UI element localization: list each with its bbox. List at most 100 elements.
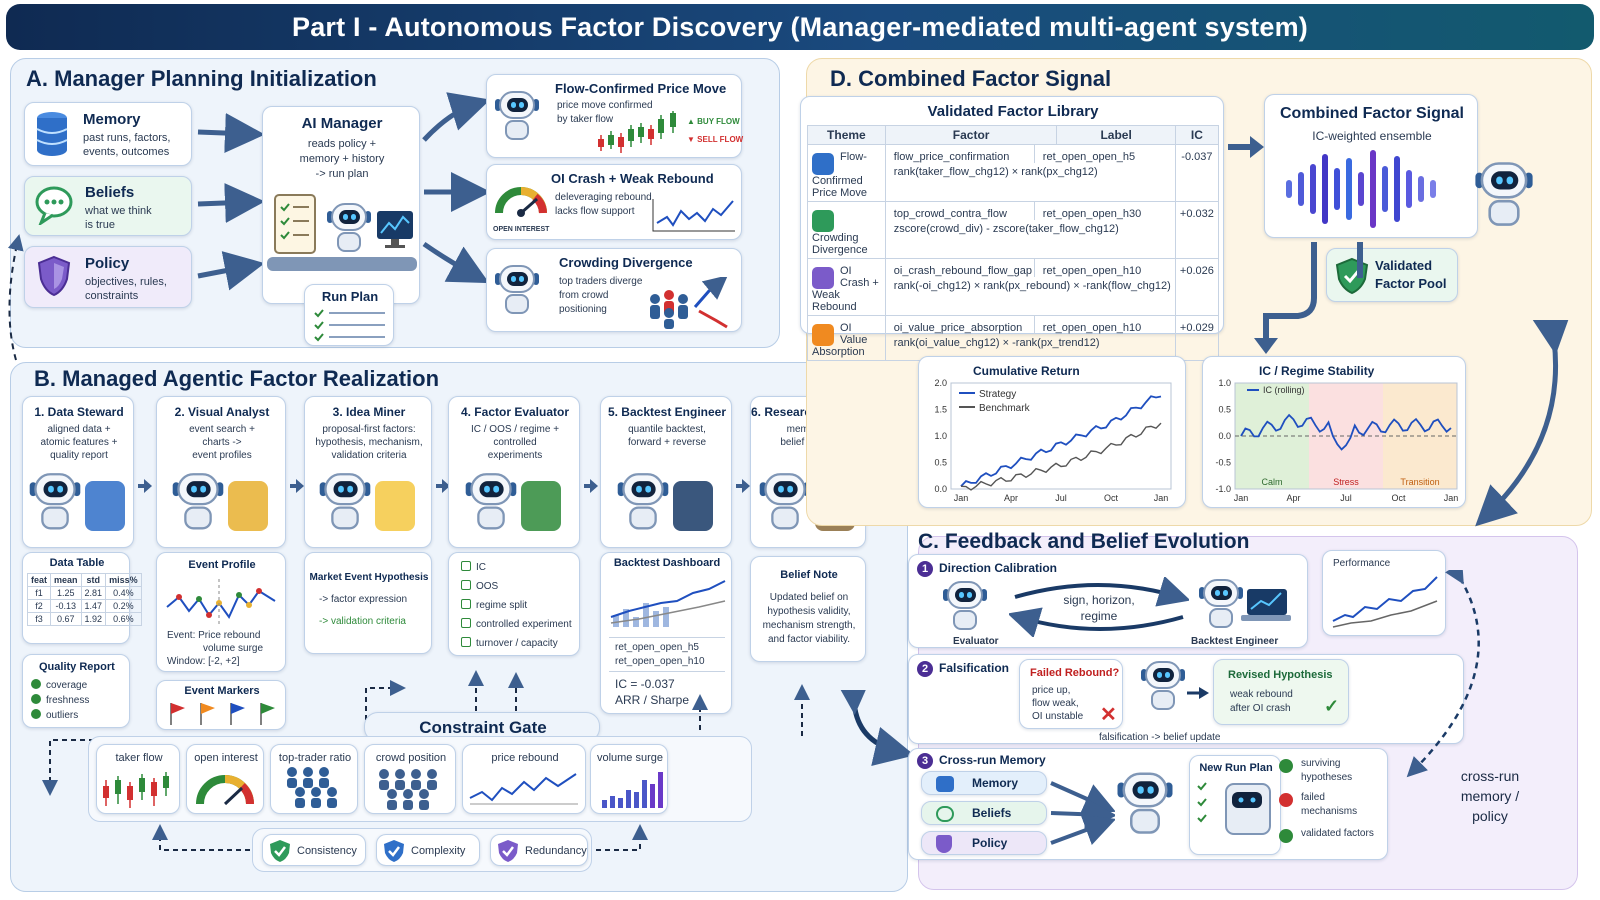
revised-line: weak rebound: [1230, 689, 1293, 700]
factor-label: ret_open_open_h5: [1033, 145, 1136, 163]
agent-desc: quality report: [50, 450, 108, 461]
quality-report-card: Quality Report coverage freshness outlie…: [22, 654, 130, 728]
event-profile-event: Event: Price rebound: [167, 630, 261, 641]
dashed-loop-arrow: [7, 234, 24, 361]
gauge-label: OPEN INTEREST: [493, 226, 550, 233]
regime-label: Stress: [1333, 477, 1359, 487]
theme-icon: [812, 324, 834, 346]
agent-name: 1. Data Steward: [34, 405, 124, 419]
arrow-right: [1187, 687, 1209, 699]
factor-row: OI Crash + Weak Rebound oi_crash_rebound…: [807, 258, 1220, 316]
pool-arrow: [1254, 242, 1363, 354]
data-table-title: Data Table: [49, 557, 105, 569]
y-tick-label: 0.5: [934, 458, 947, 468]
hypothesis-line: -> factor expression: [319, 594, 408, 605]
quality-report-title: Quality Report: [39, 661, 115, 673]
backtest-label: ret_open_open_h5: [615, 642, 699, 653]
evaluator-robot-icon: [943, 581, 987, 633]
policy-desc: constraints: [85, 290, 139, 302]
belief-note-title: Belief Note: [780, 569, 838, 581]
combined-signal-title: Combined Factor Signal: [1279, 105, 1464, 122]
event-profile-card: Event Profile Event: Price rebound volum…: [156, 552, 286, 672]
event-desc: by taker flow: [557, 114, 614, 125]
policy-chip: Policy: [921, 831, 1047, 855]
x-tick-label: Jul: [1340, 493, 1352, 503]
event-profile-chart: [166, 579, 276, 625]
new-run-plan-title: New Run Plan: [1199, 762, 1273, 774]
factor-name: top_crowd_contra_flow: [893, 208, 1007, 220]
agent-desc: hypothesis, mechanism,: [315, 437, 423, 448]
event-markers-title: Event Markers: [184, 685, 260, 697]
pipeline-arrow: [138, 479, 152, 493]
gate-feature-label: crowd position: [375, 752, 447, 764]
agent-desc: quantile backtest,: [628, 424, 706, 435]
belief-note-line: Updated belief on: [769, 592, 849, 603]
factor-expression: rank(-oi_chg12) × rank(px_rebound) × -ra…: [893, 280, 1171, 292]
factor-row: Crowding Divergence top_crowd_contra_flo…: [807, 201, 1220, 259]
shield-check-icon: [498, 840, 518, 862]
agent-robot-icon: [465, 473, 517, 533]
belief-note-line: hypothesis validity,: [767, 606, 851, 617]
event-card-flow-confirmed: Flow-Confirmed Price Move price move con…: [486, 74, 744, 158]
factor-ic: +0.032: [1174, 201, 1220, 259]
x-tick-label: Jan: [1444, 493, 1459, 503]
event-desc: from crowd: [559, 290, 609, 301]
ai-manager-desc: memory + history: [299, 153, 385, 165]
agent-robot-icon: [759, 473, 811, 533]
shield-check-icon: [270, 840, 290, 862]
constraint-gate-title: Constraint Gate: [419, 718, 547, 737]
x-tick-label: Jan: [954, 493, 969, 503]
beliefs-desc: what we think: [85, 205, 152, 217]
event-profile-title: Event Profile: [188, 559, 256, 571]
shield-check-icon: [384, 840, 404, 862]
database-icon: [36, 112, 68, 156]
theme-icon: [812, 210, 834, 232]
agent-card: 4. Factor Evaluator IC / OOS / regime + …: [448, 396, 580, 548]
ai-manager-desc: reads policy +: [307, 138, 377, 150]
event-profile-event: volume surge: [203, 643, 264, 654]
memory-desc: events, outcomes: [83, 146, 170, 158]
eval-check-item: turnover / capacity: [461, 637, 558, 651]
series-line-strategy: [960, 395, 1162, 487]
performance-title: Performance: [1333, 558, 1391, 569]
belief-note-line: mechanism strength,: [762, 620, 856, 631]
gate-check-label: Complexity: [411, 845, 466, 857]
factor-label: ret_open_open_h10: [1033, 316, 1141, 334]
memory-chip: Memory: [921, 771, 1047, 795]
memory-label: Memory: [83, 111, 141, 128]
sell-flow-label: ▼ SELL FLOW: [687, 135, 744, 144]
validated-item: validated factors: [1279, 827, 1381, 843]
arrow-right: [1228, 136, 1264, 158]
falsification-caption: falsification -> belief update: [1099, 732, 1221, 743]
pipeline-arrow: [290, 479, 304, 493]
agent-desc: validation criteria: [331, 450, 407, 461]
people-icon: [287, 767, 337, 808]
memory-desc: past runs, factors,: [83, 132, 171, 144]
robot-icon: [495, 91, 539, 143]
factor-row: OI Value Absorption oi_value_price_absor…: [807, 315, 1220, 361]
gauge-icon: [495, 187, 547, 217]
gate-feature-card: price rebound: [462, 744, 586, 814]
y-tick-label: 0.5: [1218, 405, 1231, 415]
factor-library-title: Validated Factor Library: [927, 103, 1099, 120]
event-desc: deleveraging rebound: [555, 192, 652, 203]
theme-icon: [812, 153, 834, 175]
belief-note-card: Belief Note Updated belief on hypothesis…: [750, 556, 866, 662]
laptop-icon: [673, 481, 713, 531]
factor-row: Flow-Confirmed Price Move flow_price_con…: [807, 144, 1220, 202]
eval-check-item: IC: [461, 561, 486, 575]
cross-icon: ✕: [1100, 704, 1117, 726]
event-title: Crowding Divergence: [559, 255, 693, 270]
theme-label: OI Crash + Weak Rebound: [812, 265, 879, 313]
shield-icon: [37, 255, 71, 297]
failed-line: flow weak,: [1032, 698, 1079, 709]
y-tick-label: 0.0: [934, 484, 947, 494]
policy-card: Policy objectives, rules, constraints: [24, 246, 192, 308]
